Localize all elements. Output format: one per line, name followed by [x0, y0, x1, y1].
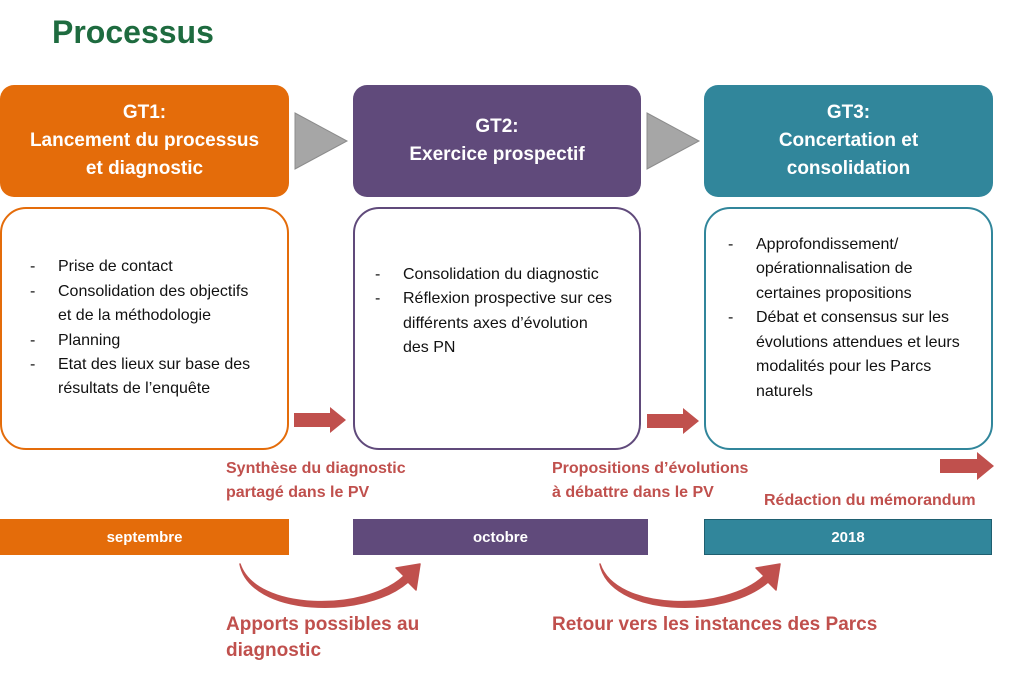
- curved-arrow-icon: [599, 563, 781, 609]
- step-card-gt2: Consolidation du diagnostic Réflexion pr…: [353, 207, 641, 450]
- output-note-line: partagé dans le PV: [226, 484, 370, 501]
- feedback-note-2: Retour vers les instances des Parcs: [552, 612, 877, 638]
- output-note-gt2: Propositions d’évolutions à débattre dan…: [552, 457, 748, 505]
- feedback-note-line: Retour vers les instances des Parcs: [552, 614, 878, 635]
- feedback-note-line: Apports possibles au: [226, 614, 420, 635]
- list-item: Consolidation des objectifs et de la mét…: [28, 280, 259, 329]
- timeline-bar-octobre: octobre: [353, 519, 648, 555]
- step-header-line: Lancement du processus: [29, 130, 260, 151]
- step-card-gt3: Approfondissement/ opérationnalisation d…: [704, 207, 993, 450]
- step-header-gt2: GT2: Exercice prospectif: [353, 85, 641, 197]
- step-item-list: Approfondissement/ opérationnalisation d…: [726, 233, 975, 404]
- step-header-line: Concertation et: [778, 130, 919, 151]
- output-note-gt3: Rédaction du mémorandum: [764, 489, 976, 513]
- list-item: Débat et consensus sur les évolutions at…: [726, 306, 975, 404]
- output-note-line: Rédaction du mémorandum: [764, 492, 976, 509]
- feedback-note-1: Apports possibles au diagnostic: [226, 612, 419, 664]
- list-item: Approfondissement/ opérationnalisation d…: [726, 233, 975, 306]
- timeline-bar-septembre: septembre: [0, 519, 289, 555]
- step-header-gt1: GT1: Lancement du processus et diagnosti…: [0, 85, 289, 197]
- step-header-line: GT3:: [826, 102, 871, 123]
- list-item: Etat des lieux sur base des résultats de…: [28, 353, 259, 402]
- step-header-line: et diagnostic: [85, 158, 204, 179]
- step-header-line: consolidation: [786, 158, 911, 179]
- page-title: Processus: [52, 14, 214, 50]
- curved-arrow-icon: [239, 563, 421, 609]
- output-note-gt1: Synthèse du diagnostic partagé dans le P…: [226, 457, 406, 505]
- chevron-right-icon: [646, 112, 701, 170]
- timeline-bar-2018: 2018: [704, 519, 992, 555]
- step-header-line: GT2:: [475, 116, 519, 137]
- list-item: Planning: [28, 329, 259, 354]
- arrow-right-icon: [940, 452, 994, 480]
- step-card-gt1: Prise de contact Consolidation des objec…: [0, 207, 289, 450]
- step-item-list: Consolidation du diagnostic Réflexion pr…: [373, 263, 617, 361]
- step-header-gt3: GT3: Concertation et consolidation: [704, 85, 993, 197]
- chevron-right-icon: [294, 112, 349, 170]
- list-item: Consolidation du diagnostic: [373, 263, 617, 288]
- list-item: Prise de contact: [28, 255, 259, 280]
- arrow-right-icon: [294, 407, 346, 433]
- feedback-note-line: diagnostic: [226, 640, 322, 661]
- timeline-label: octobre: [472, 528, 528, 546]
- output-note-line: Propositions d’évolutions: [552, 460, 749, 477]
- output-note-line: à débattre dans le PV: [552, 484, 714, 501]
- output-note-line: Synthèse du diagnostic: [226, 460, 406, 477]
- list-item: Réflexion prospective sur ces différents…: [373, 287, 617, 360]
- step-header-line: GT1:: [122, 102, 167, 123]
- timeline-label: 2018: [831, 528, 865, 546]
- step-header-line: Exercice prospectif: [409, 144, 585, 165]
- timeline-label: septembre: [106, 528, 183, 546]
- arrow-right-icon: [647, 408, 699, 434]
- step-item-list: Prise de contact Consolidation des objec…: [28, 255, 259, 401]
